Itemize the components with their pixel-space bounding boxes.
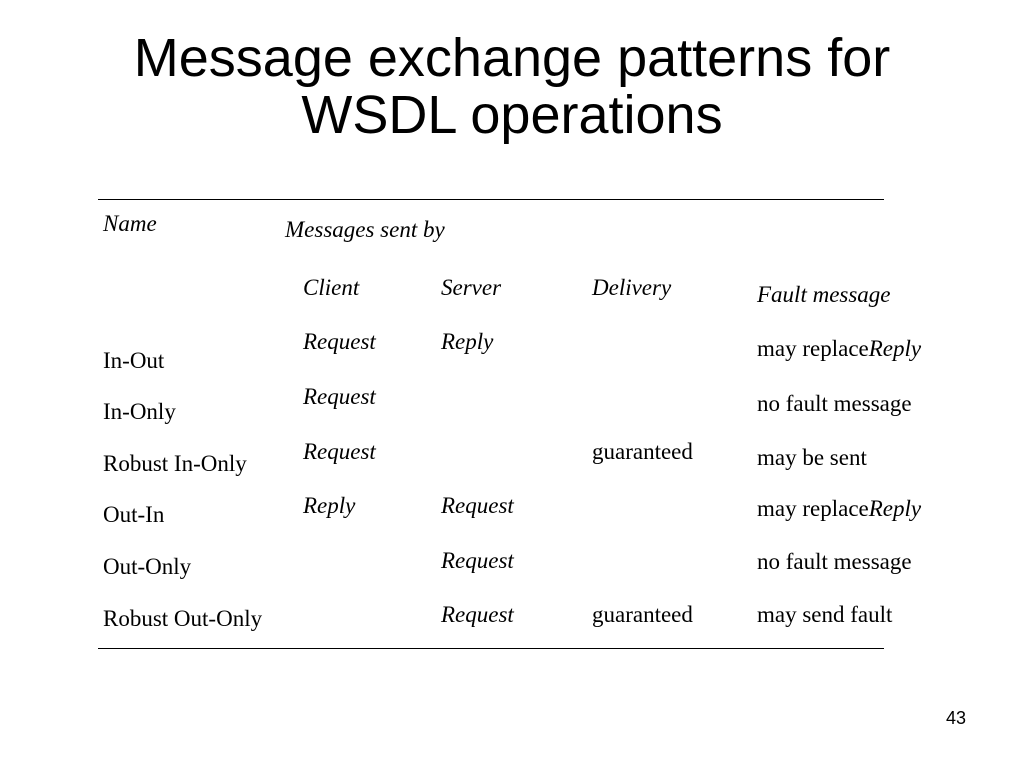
- slide-title-line-1: Message exchange patterns for: [133, 28, 891, 88]
- row-fault-text: may send fault: [757, 602, 893, 627]
- row-delivery: guaranteed: [592, 439, 693, 464]
- row-server: Request: [441, 602, 514, 627]
- slide-title: Message exchange patterns for WSDL opera…: [0, 28, 1024, 146]
- header-delivery: Delivery: [592, 275, 672, 300]
- header-client: Client: [303, 275, 360, 300]
- row-name: Out-Only: [103, 554, 192, 579]
- row-server: Request: [441, 493, 514, 518]
- row-fault: may send fault: [757, 603, 892, 626]
- row-name: Robust In-Only: [103, 451, 247, 476]
- row-name: Out-In: [103, 502, 165, 527]
- row-name: In-Only: [103, 399, 176, 424]
- row-client: Reply: [303, 493, 356, 518]
- header-server: Server: [441, 275, 502, 300]
- page-number: 43: [945, 708, 966, 728]
- table-bottom-rule: [98, 648, 884, 649]
- row-name: Robust Out-Only: [103, 606, 263, 631]
- header-messages-sent-by: Messages sent by: [285, 217, 445, 242]
- row-fault-text: may replace: [757, 496, 869, 521]
- row-client: Request: [303, 439, 376, 464]
- header-fault-message: Fault message: [757, 282, 891, 307]
- row-fault: no fault message: [757, 392, 912, 415]
- row-fault-text: may be sent: [757, 445, 867, 470]
- row-fault-ref: Reply: [868, 336, 922, 361]
- row-client: Request: [303, 384, 376, 409]
- row-server: Request: [441, 548, 514, 573]
- row-fault-ref: Reply: [868, 496, 922, 521]
- row-name: In-Out: [103, 348, 165, 373]
- table-top-rule: [98, 199, 884, 200]
- row-fault-text: no fault message: [757, 391, 912, 416]
- row-client: Request: [303, 329, 376, 354]
- row-fault: may be sent: [757, 446, 867, 469]
- row-fault-text: may replace: [757, 336, 869, 361]
- row-fault: may replaceReply: [757, 337, 921, 360]
- row-server: Reply: [441, 329, 494, 354]
- row-fault: no fault message: [757, 550, 912, 573]
- row-fault: may replaceReply: [757, 497, 921, 520]
- row-fault-text: no fault message: [757, 549, 912, 574]
- slide-title-line-2: WSDL operations: [301, 85, 723, 146]
- header-name: Name: [103, 211, 157, 236]
- row-delivery: guaranteed: [592, 602, 693, 627]
